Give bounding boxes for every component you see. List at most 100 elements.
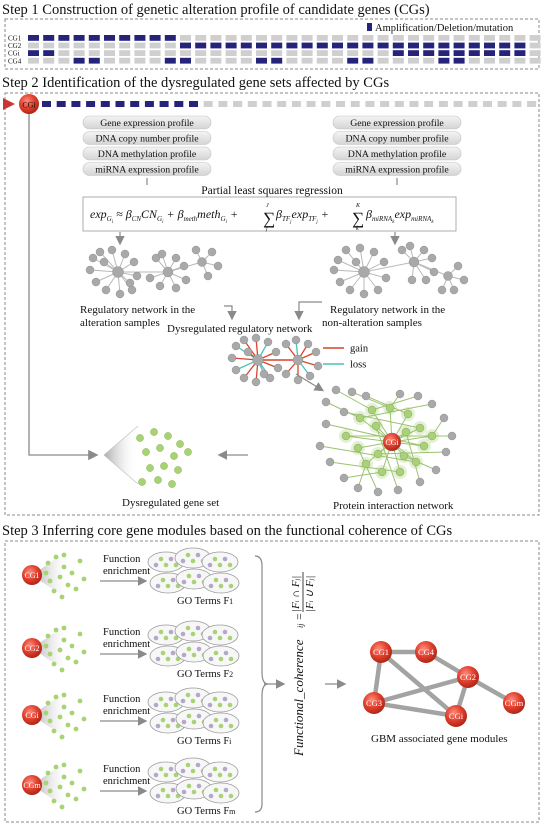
go-gene-dot bbox=[195, 625, 201, 631]
cg-node bbox=[22, 705, 42, 725]
gene-dot bbox=[61, 637, 67, 643]
profile-text: DNA copy number profile bbox=[345, 133, 449, 144]
go-gene-dot bbox=[170, 787, 176, 793]
bar-cell bbox=[233, 101, 243, 107]
go-gene-dot bbox=[173, 562, 179, 568]
profile-cell bbox=[180, 35, 191, 41]
gene-dot bbox=[61, 762, 67, 768]
network-node bbox=[88, 253, 98, 263]
profile-text: DNA methylation profile bbox=[348, 149, 447, 160]
network-node bbox=[265, 373, 275, 383]
profile-cell bbox=[453, 42, 465, 49]
profile-cell bbox=[499, 35, 511, 41]
profile-cell bbox=[529, 57, 541, 64]
profile-text: miRNA expression profile bbox=[345, 164, 449, 175]
go-gene-dot bbox=[168, 696, 174, 702]
dys-net-label: Dysregulated regulatory network bbox=[167, 323, 313, 335]
go-gene-dot bbox=[227, 635, 233, 641]
network-node bbox=[413, 391, 423, 401]
go-gene-dot bbox=[190, 768, 196, 774]
network-non-alteration bbox=[329, 241, 469, 299]
profile-cell bbox=[88, 35, 100, 41]
go-gene-dot bbox=[218, 723, 224, 729]
module-node-label: CG1 bbox=[373, 647, 389, 657]
go-gene-dot bbox=[163, 635, 169, 641]
network-node bbox=[181, 275, 191, 285]
go-gene-dot bbox=[168, 556, 174, 562]
gene-dot bbox=[69, 710, 75, 716]
go-gene-dot bbox=[217, 562, 223, 568]
profile-cell bbox=[423, 50, 435, 56]
bar-cell bbox=[527, 101, 537, 107]
go-term-ellipse bbox=[202, 712, 240, 734]
bar-cell bbox=[277, 101, 287, 107]
bar-cell bbox=[130, 101, 140, 107]
network-node bbox=[339, 407, 349, 417]
profile-cell bbox=[271, 50, 283, 56]
profile-pill bbox=[82, 162, 212, 176]
gene-dot bbox=[57, 714, 63, 720]
gene-set-cone-edge bbox=[103, 425, 139, 485]
gene-dot bbox=[81, 576, 87, 582]
network-node bbox=[437, 285, 447, 295]
go-label: GO Terms F2 bbox=[177, 669, 233, 680]
profile-cell bbox=[271, 57, 283, 64]
network-node bbox=[399, 451, 409, 461]
gene-dot bbox=[69, 570, 75, 576]
row-label-CG4: CG4 bbox=[8, 57, 22, 65]
network-node bbox=[263, 337, 273, 347]
network-node bbox=[347, 387, 357, 397]
profile-cell bbox=[88, 50, 100, 56]
gene-dot bbox=[176, 440, 184, 448]
go-gene-dot bbox=[217, 635, 223, 641]
profile-cell bbox=[499, 50, 511, 56]
go-gene-dot bbox=[180, 768, 186, 774]
profile-cell bbox=[438, 57, 450, 64]
svg-text:|Fi ∪ Fj|: |Fi ∪ Fj| bbox=[304, 576, 316, 612]
go-gene-dot bbox=[227, 772, 233, 778]
network-node bbox=[441, 447, 451, 457]
network-node bbox=[429, 267, 439, 277]
profile-cell bbox=[271, 42, 283, 49]
network-node bbox=[411, 457, 421, 467]
go-gene-dot bbox=[191, 579, 197, 585]
profile-cell bbox=[43, 35, 55, 41]
module-node-label: CG3 bbox=[366, 698, 382, 708]
network-node bbox=[341, 245, 351, 255]
gene-dot bbox=[174, 466, 182, 474]
network-node bbox=[303, 339, 313, 349]
profile-cell bbox=[104, 57, 115, 64]
profile-cell bbox=[362, 57, 374, 64]
cone bbox=[32, 549, 70, 601]
cg-node-label: CGi bbox=[22, 101, 36, 110]
network-node bbox=[419, 441, 429, 451]
profile-cell bbox=[28, 42, 39, 49]
profile-cell bbox=[529, 50, 541, 56]
gene-dot bbox=[146, 464, 154, 472]
profile-cell bbox=[43, 57, 55, 64]
cg-node bbox=[19, 94, 39, 114]
svg-text:expGi ≈ βCNCNGi + βmethmethGi: expGi ≈ βCNCNGi + βmethmethGi + bbox=[90, 207, 238, 225]
profile-cell bbox=[119, 57, 131, 64]
go-gene-dot bbox=[212, 629, 218, 635]
bar-cell bbox=[321, 101, 331, 107]
go-gene-dot bbox=[223, 650, 229, 656]
left-connector bbox=[224, 305, 237, 321]
gene-dot bbox=[59, 667, 65, 673]
profile-cell bbox=[149, 35, 161, 41]
gene-dot bbox=[57, 784, 63, 790]
go-gene-dot bbox=[208, 583, 214, 589]
network-node bbox=[162, 266, 174, 278]
network-edge bbox=[357, 463, 367, 489]
go-gene-dot bbox=[185, 692, 191, 698]
arrow-label-1: Function bbox=[103, 554, 141, 565]
gene-dot bbox=[59, 804, 65, 810]
profile-cell bbox=[438, 42, 450, 49]
svg-text:J: J bbox=[266, 203, 269, 209]
go-gene-dot bbox=[155, 583, 161, 589]
network-node bbox=[325, 457, 335, 467]
profile-cell bbox=[180, 57, 191, 64]
go-gene-dot bbox=[153, 702, 159, 708]
gene-dot bbox=[47, 788, 53, 794]
